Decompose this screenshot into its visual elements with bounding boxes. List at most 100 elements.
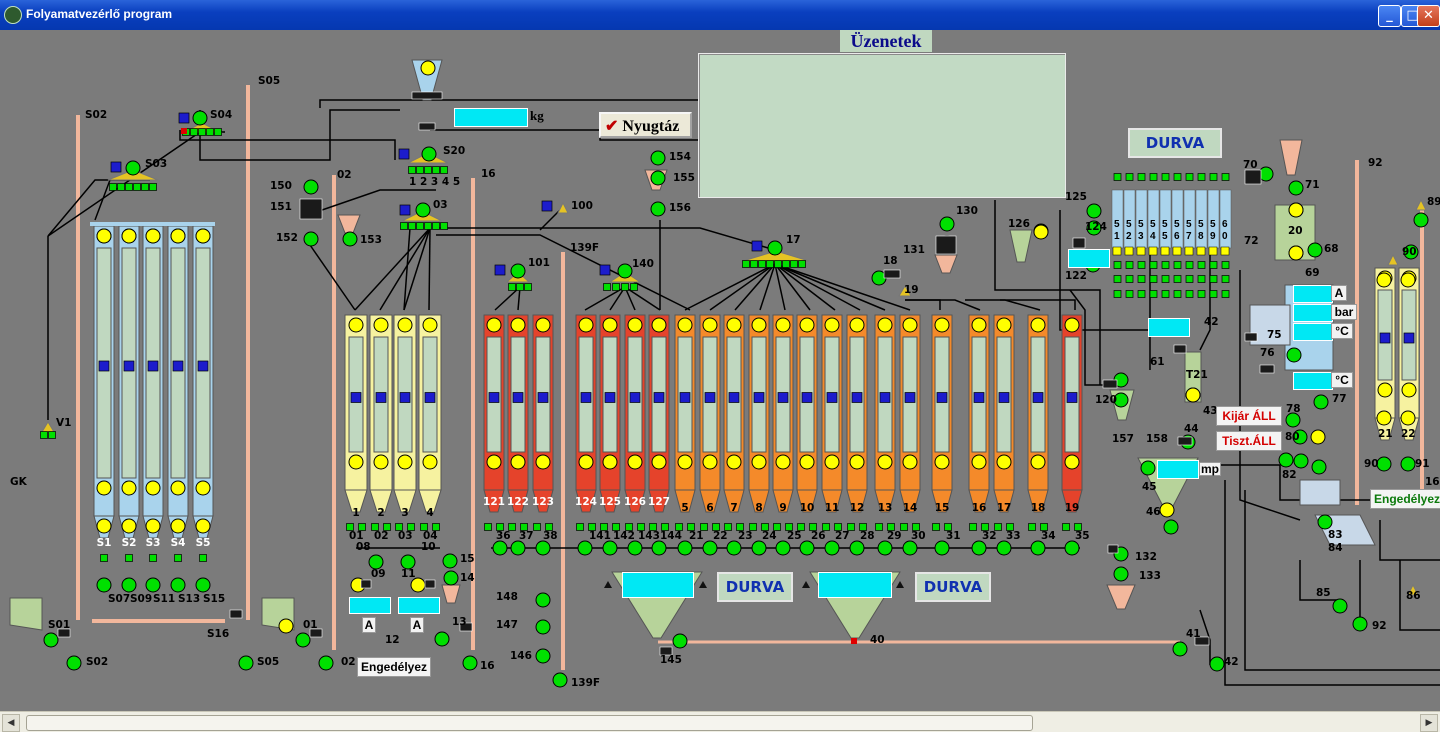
scroll-thumb[interactable] — [26, 715, 1033, 731]
valve-77[interactable] — [651, 540, 667, 556]
valve-88[interactable] — [934, 540, 950, 556]
valve-81[interactable] — [751, 540, 767, 556]
tag-label: 144 — [660, 530, 682, 542]
valve-91[interactable] — [1030, 540, 1046, 556]
bin-126 — [1009, 229, 1033, 263]
valve-43[interactable] — [1313, 394, 1329, 410]
valve-59[interactable] — [1113, 566, 1129, 582]
horizontal-scrollbar[interactable]: ◀ ▶ — [0, 711, 1440, 732]
valve-89[interactable] — [971, 540, 987, 556]
valve-83[interactable] — [799, 540, 815, 556]
valve-55[interactable] — [1403, 244, 1419, 260]
tag-label: 38 — [543, 530, 558, 542]
valve-61[interactable] — [368, 554, 384, 570]
valve-63[interactable] — [442, 553, 458, 569]
valve-21[interactable] — [510, 263, 526, 279]
valve-1[interactable] — [192, 110, 208, 126]
valve-25[interactable] — [939, 216, 955, 232]
valve-57[interactable] — [1209, 656, 1225, 672]
pipe-line — [1000, 299, 1076, 310]
valve-11[interactable] — [318, 655, 334, 671]
acknowledge-button[interactable]: ✔ Nyugtáz — [599, 112, 692, 138]
valve-54[interactable] — [1413, 212, 1429, 228]
valve-73[interactable] — [535, 540, 551, 556]
minimize-button[interactable]: _ — [1378, 5, 1401, 27]
valve-92[interactable] — [1064, 540, 1080, 556]
valve-17[interactable] — [415, 202, 431, 218]
valve-70[interactable] — [552, 672, 568, 688]
valve-41[interactable] — [1307, 242, 1323, 258]
scroll-left-icon[interactable]: ◀ — [2, 714, 20, 732]
valve-51[interactable] — [1352, 616, 1368, 632]
valve-49[interactable] — [1317, 514, 1333, 530]
valve-66[interactable] — [462, 655, 478, 671]
valve-85[interactable] — [849, 540, 865, 556]
valve-52[interactable] — [1376, 456, 1392, 472]
valve-16[interactable] — [421, 146, 437, 162]
valve-12[interactable] — [303, 179, 319, 195]
valve-29[interactable] — [1086, 220, 1102, 236]
valve-75[interactable] — [602, 540, 618, 556]
valve-50[interactable] — [1332, 598, 1348, 614]
valve-46[interactable] — [1278, 452, 1294, 468]
valve-76[interactable] — [627, 540, 643, 556]
valve-80[interactable] — [726, 540, 742, 556]
valve-6[interactable] — [195, 577, 211, 593]
valve-35[interactable] — [1140, 460, 1156, 476]
valve-84[interactable] — [824, 540, 840, 556]
silo-low-lamp-o2 — [726, 454, 742, 470]
valve-71[interactable] — [492, 540, 508, 556]
valve-86[interactable] — [877, 540, 893, 556]
valve-62[interactable] — [400, 554, 416, 570]
enable-button-left[interactable]: Engedélyez — [357, 657, 431, 677]
valve-23[interactable] — [767, 240, 783, 256]
valve-4[interactable] — [145, 577, 161, 593]
silo-number-label: 126 — [624, 496, 646, 508]
cleaning-stop-status[interactable]: Tiszt.ÁLL — [1216, 431, 1282, 451]
valve-47[interactable] — [1293, 453, 1309, 469]
valve-44[interactable] — [1285, 412, 1301, 428]
valve-15[interactable] — [342, 231, 358, 247]
silo-level-marker-o11 — [973, 392, 985, 403]
tag-label: 33 — [1006, 530, 1021, 542]
pipe-line — [905, 299, 981, 311]
valve-2[interactable] — [96, 577, 112, 593]
valve-69[interactable] — [535, 648, 551, 664]
valve-82[interactable] — [775, 540, 791, 556]
valve-45[interactable] — [1292, 429, 1308, 445]
valve-14[interactable] — [303, 231, 319, 247]
valve-28[interactable] — [1086, 203, 1102, 219]
valve-78[interactable] — [677, 540, 693, 556]
output-stop-status[interactable]: Kijár ÁLL — [1216, 406, 1282, 426]
valve-8[interactable] — [66, 655, 82, 671]
valve-90[interactable] — [996, 540, 1012, 556]
valve-32[interactable] — [1113, 392, 1129, 408]
valve-68[interactable] — [535, 619, 551, 635]
valve-10[interactable] — [295, 632, 311, 648]
valve-67[interactable] — [535, 592, 551, 608]
valve-79[interactable] — [702, 540, 718, 556]
valve-74[interactable] — [577, 540, 593, 556]
valve-22[interactable] — [617, 263, 633, 279]
valve-3[interactable] — [121, 577, 137, 593]
valve-60[interactable] — [672, 633, 688, 649]
valve-18[interactable] — [650, 150, 666, 166]
valve-5[interactable] — [170, 577, 186, 593]
valve-48[interactable] — [1311, 459, 1327, 475]
valve-42[interactable] — [1286, 347, 1302, 363]
valve-65[interactable] — [434, 631, 450, 647]
valve-19[interactable] — [650, 170, 666, 186]
enable-button-right[interactable]: Engedélyez — [1370, 489, 1440, 509]
valve-9[interactable] — [238, 655, 254, 671]
valve-20[interactable] — [650, 201, 666, 217]
valve-72[interactable] — [510, 540, 526, 556]
valve-0[interactable] — [125, 160, 141, 176]
valve-56[interactable] — [1172, 641, 1188, 657]
valve-36[interactable] — [1163, 519, 1179, 535]
scroll-right-icon[interactable]: ▶ — [1420, 714, 1438, 732]
valve-7[interactable] — [43, 632, 59, 648]
valve-38[interactable] — [1288, 180, 1304, 196]
valve-64[interactable] — [443, 570, 459, 586]
valve-53[interactable] — [1400, 456, 1416, 472]
valve-87[interactable] — [902, 540, 918, 556]
